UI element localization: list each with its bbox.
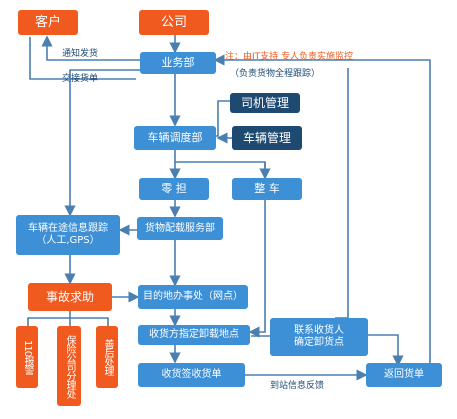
notify-shipment-label: 通知发货 xyxy=(62,49,99,59)
accident-help-node: 事故求助 xyxy=(28,283,112,311)
business-dept-node: 业务部 xyxy=(140,52,216,74)
driver-mgmt-node: 司机管理 xyxy=(230,93,300,113)
contact-receiver-node: 联系收货人 确定卸货点 xyxy=(270,318,368,356)
aftermath-node: 善后处理 xyxy=(96,326,118,388)
return-receipt-node: 返回货单 xyxy=(366,363,442,387)
vehicle-mgmt-node: 车辆管理 xyxy=(232,126,302,150)
company-node: 公司 xyxy=(139,10,209,35)
tracking-note: （负责货物全程跟踪） xyxy=(230,69,321,79)
vehicle-dispatch-node: 车辆调度部 xyxy=(134,126,216,150)
cargo-stowage-node: 货物配载服务部 xyxy=(137,217,223,240)
full-load-node: 整 车 xyxy=(232,178,302,200)
customer-node: 客户 xyxy=(18,10,78,35)
handover-receipt-label: 交接货单 xyxy=(62,74,99,84)
arrival-feedback-label: 到站信息反馈 xyxy=(270,381,325,391)
signed-receipt-node: 收货签收货单 xyxy=(138,363,245,387)
designated-unload-node: 收货方指定卸载地点 xyxy=(138,325,250,345)
in-transit-tracking-node: 车辆在途信息跟踪 （人工,GPS） xyxy=(16,215,120,255)
less-than-load-node: 零 担 xyxy=(139,178,209,200)
it-support-note: 注：由IT支持 专人负责实施监控 xyxy=(225,52,354,62)
destination-office-node: 目的地办事处（网点） xyxy=(138,285,248,309)
report-110-node: 110报警 xyxy=(16,326,38,388)
insurance-claim-node: 保险公司分理处 xyxy=(57,326,81,406)
